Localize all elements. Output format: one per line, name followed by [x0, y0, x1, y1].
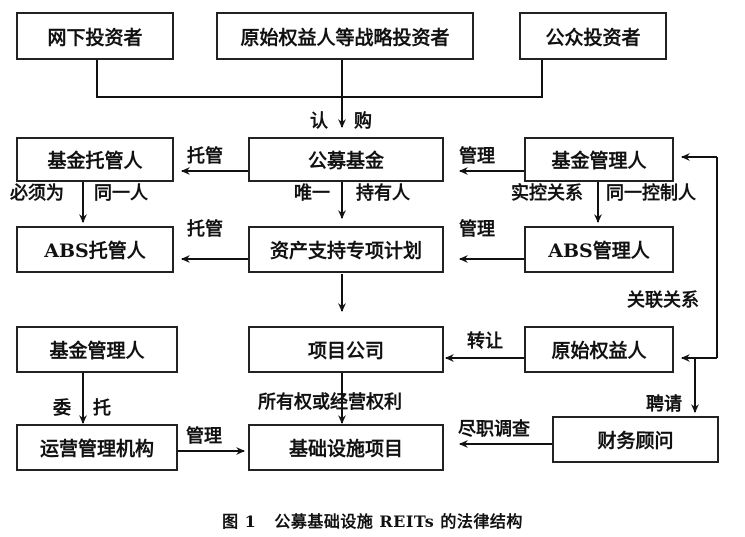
label-ownership: 所有权或经营权利 — [258, 392, 402, 413]
box-offline-investors: 网下投资者 — [16, 12, 174, 60]
label-related-relation: 关联关系 — [627, 290, 699, 311]
figure-number: 图 1 — [222, 512, 257, 531]
box-abs-plan: 资产支持专项计划 — [248, 226, 444, 273]
box-label: ABS托管人 — [44, 240, 146, 262]
label-actual-control: 实控关系 — [511, 183, 583, 204]
label-must-be: 必须为 — [10, 183, 64, 204]
box-strategic-investors: 原始权益人等战略投资者 — [216, 12, 474, 60]
box-fund-custodian: 基金托管人 — [16, 137, 174, 182]
label-subscribe-left: 认 — [310, 111, 328, 132]
box-label: 公众投资者 — [545, 26, 641, 49]
box-label: 运营管理机构 — [39, 438, 154, 460]
label-entrust-right: 托 — [93, 398, 111, 419]
label-same-controller: 同一控制人 — [606, 183, 696, 204]
box-infrastructure-project: 基础设施项目 — [248, 424, 444, 471]
label-transfer: 转让 — [467, 331, 503, 352]
label-holder: 持有人 — [356, 183, 410, 204]
box-label: 财务顾问 — [597, 430, 674, 452]
box-label: 基金管理人 — [551, 150, 647, 172]
label-sole: 唯一 — [294, 183, 330, 204]
figure-caption: 图 1 公募基础设施 REITs 的法律结构 — [0, 508, 745, 532]
label-entrust-left: 委 — [53, 398, 71, 419]
box-label: 网下投资者 — [47, 26, 143, 49]
label-same-person: 同一人 — [94, 183, 148, 204]
label-manage-2: 管理 — [459, 219, 495, 240]
label-custody-1: 托管 — [187, 146, 223, 167]
box-label: 基金托管人 — [47, 150, 143, 172]
box-original-owner: 原始权益人 — [524, 326, 674, 373]
label-manage-1: 管理 — [459, 146, 495, 167]
box-label: 原始权益人 — [551, 340, 647, 362]
label-due-diligence: 尽职调查 — [458, 419, 530, 440]
box-label: 项目公司 — [307, 340, 384, 362]
label-subscribe-right: 购 — [354, 111, 372, 132]
box-project-company: 项目公司 — [248, 326, 444, 373]
box-label: 原始权益人等战略投资者 — [240, 26, 450, 49]
box-label: ABS管理人 — [548, 240, 650, 262]
line-investors-merge — [96, 59, 543, 98]
figure-title: 公募基础设施 REITs 的法律结构 — [274, 512, 523, 531]
box-label: 基金管理人 — [49, 340, 145, 362]
box-public-investors: 公众投资者 — [519, 12, 667, 60]
box-label: 公募基金 — [307, 150, 384, 172]
box-abs-custodian: ABS托管人 — [16, 226, 174, 273]
box-public-fund: 公募基金 — [248, 137, 444, 182]
box-financial-advisor: 财务顾问 — [552, 416, 719, 463]
label-custody-2: 托管 — [187, 219, 223, 240]
label-hire: 聘请 — [646, 394, 682, 415]
box-fund-manager: 基金管理人 — [524, 137, 674, 182]
box-abs-manager: ABS管理人 — [524, 226, 674, 273]
box-operating-agency: 运营管理机构 — [16, 424, 178, 471]
box-label: 基础设施项目 — [288, 438, 403, 460]
box-fund-manager-2: 基金管理人 — [16, 326, 178, 373]
label-manage-3: 管理 — [186, 426, 222, 447]
box-label: 资产支持专项计划 — [269, 240, 422, 262]
